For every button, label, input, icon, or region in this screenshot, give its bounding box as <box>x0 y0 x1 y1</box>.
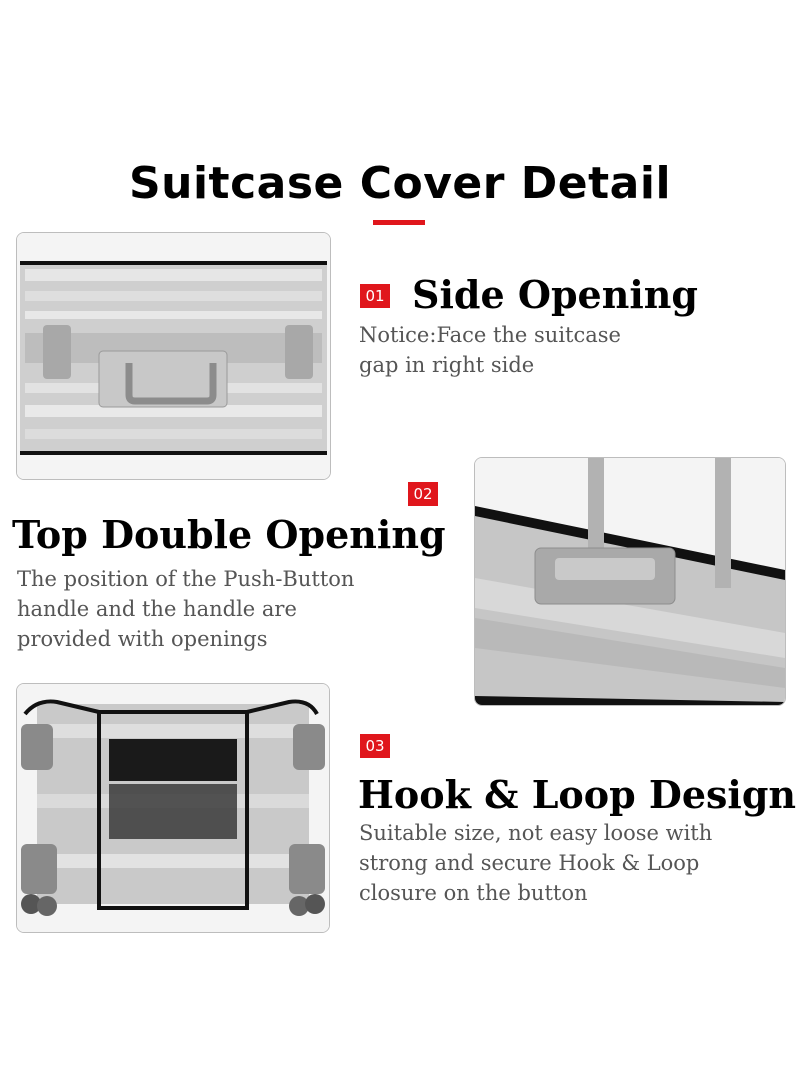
page-title: Suitcase Cover Detail <box>128 158 672 209</box>
title-underline <box>373 220 425 225</box>
section-03-badge: 03 <box>360 734 390 758</box>
section-02-description: The position of the Push-Button handle a… <box>17 567 355 651</box>
section-01-badge: 01 <box>360 284 390 308</box>
top-double-opening-photo <box>474 457 786 706</box>
section-02-badge: 02 <box>408 482 438 506</box>
side-opening-photo <box>16 232 331 480</box>
section-03-heading: Hook & Loop Design <box>358 772 797 817</box>
section-01-heading: Side Opening <box>412 272 698 317</box>
section-01-description: Notice:Face the suitcase gap in right si… <box>359 323 621 377</box>
section-02-heading: Top Double Opening <box>12 512 446 557</box>
hook-loop-photo <box>16 683 330 933</box>
section-03-description: Suitable size, not easy loose with stron… <box>359 821 713 905</box>
